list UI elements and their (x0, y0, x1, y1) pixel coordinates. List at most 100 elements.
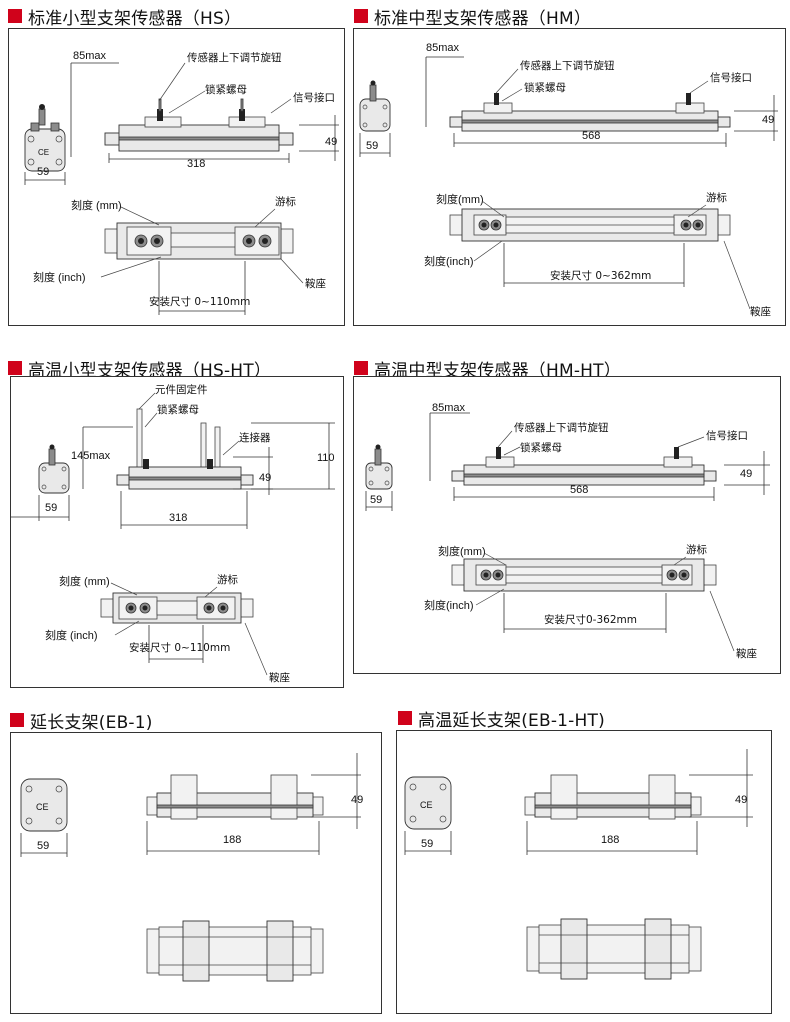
hmht-width-59: 59 (370, 494, 382, 506)
ebht-front-view: 49 188 (524, 749, 753, 855)
hmht-signal-label: 信号接口 (706, 429, 748, 442)
hsht-install-label: 安装尺寸 0~110mm (129, 641, 230, 654)
hm-saddle-label: 鞍座 (750, 305, 771, 318)
hm-height-49: 49 (762, 114, 774, 126)
hsht-front-view: 145max 318 49 110 元件固定件 锁紧螺母 连接器 (71, 383, 335, 529)
hs-knob-label: 传感器上下调节旋钮 (187, 51, 282, 64)
hm-scale-inch-label: 刻度(inch) (424, 254, 474, 268)
hmht-top-view: 刻度(mm) 游标 刻度(inch) 鞍座 安装尺寸0-362mm (424, 543, 757, 660)
hmht-scale-mm-label: 刻度(mm) (438, 544, 486, 558)
hm-install-label: 安装尺寸 0~362mm (550, 269, 651, 282)
hmht-height-49: 49 (740, 468, 752, 480)
hm-vernier-label: 游标 (706, 191, 727, 204)
hm-front-view: 85max 568 49 传感器上下调节旋钮 锁紧螺母 信号接口 (425, 42, 778, 147)
hs-top-view: 刻度 (mm) 游标 刻度 (inch) 鞍座 安装尺寸 0~110mm (33, 195, 326, 315)
section-title-eb: 延长支架(EB-1) (10, 710, 153, 733)
panel-hm: 59 85max 568 49 传感器上下调节旋钮 锁紧螺母 信号接口 (353, 28, 786, 326)
hm-scale-mm-label: 刻度(mm) (436, 192, 484, 206)
red-square-icon (354, 9, 368, 23)
hsht-width-59: 59 (45, 502, 57, 514)
hs-side-view: CE 59 (24, 104, 66, 185)
hs-scale-mm-label: 刻度 (mm) (71, 198, 122, 212)
hm-85max: 85max (426, 42, 460, 54)
hs-width-59: 59 (37, 166, 49, 178)
ebht-top-view (526, 918, 702, 980)
hmht-length-568: 568 (570, 484, 588, 496)
hsht-fixer-label: 元件固定件 (155, 383, 208, 396)
section-title-hm-text: 标准中型支架传感器（HM） (374, 8, 592, 29)
section-title-hmht-text: 高温中型支架传感器（HM-HT） (374, 360, 621, 381)
ebht-width-59: 59 (421, 838, 433, 850)
hm-drawing: 59 85max 568 49 传感器上下调节旋钮 锁紧螺母 信号接口 (359, 42, 778, 318)
hsht-vernier-label: 游标 (217, 573, 238, 586)
hmht-scale-inch-label: 刻度(inch) (424, 598, 474, 612)
red-square-icon (354, 361, 368, 375)
hm-locknut-label: 锁紧螺母 (524, 81, 566, 94)
red-square-icon (398, 711, 412, 725)
eb-drawing: CE 59 49 188 (20, 753, 363, 982)
section-title-eb-text: 延长支架(EB-1) (30, 712, 153, 733)
hm-knob-label: 传感器上下调节旋钮 (520, 59, 615, 72)
hmht-85max: 85max (432, 402, 466, 414)
panel-eb: CE 59 49 188 (10, 732, 382, 1014)
hsht-connector-label: 连接器 (239, 431, 271, 444)
eb-width-59: 59 (37, 840, 49, 852)
hmht-saddle-label: 鞍座 (736, 647, 757, 660)
section-title-hm: 标准中型支架传感器（HM） (354, 6, 592, 29)
hs-height-49: 49 (325, 136, 337, 148)
hs-front-view: 85max 318 49 传感器上下调节旋钮 锁紧螺母 信号接口 (70, 50, 339, 170)
section-title-hs-text: 标准小型支架传感器（HS） (28, 8, 242, 29)
section-title-ebht: 高温延长支架(EB-1-HT) (398, 708, 605, 731)
hsht-145max: 145max (71, 450, 111, 462)
hsht-height-49: 49 (259, 472, 271, 484)
hm-side-view: 59 (359, 80, 391, 157)
ebht-length-188: 188 (601, 834, 619, 846)
section-title-hmht: 高温中型支架传感器（HM-HT） (354, 358, 621, 381)
hmht-side-view: 59 (365, 444, 393, 511)
hmht-locknut-label: 锁紧螺母 (520, 441, 562, 454)
panel-hmht: 59 85max 568 49 传感器上下调节旋钮 锁紧螺母 信号接口 (353, 376, 781, 674)
hs-install-label: 安装尺寸 0~110mm (149, 295, 250, 308)
section-title-hsht: 高温小型支架传感器（HS-HT） (8, 358, 272, 381)
hmht-install-label: 安装尺寸0-362mm (544, 613, 637, 626)
hm-signal-label: 信号接口 (710, 71, 752, 84)
hm-width-59: 59 (366, 140, 378, 152)
red-square-icon (8, 361, 22, 375)
hs-length-318: 318 (187, 158, 205, 170)
hsht-locknut-label: 锁紧螺母 (157, 403, 199, 416)
hsht-scale-inch-label: 刻度 (inch) (45, 628, 98, 642)
hmht-knob-label: 传感器上下调节旋钮 (514, 421, 609, 434)
hsht-saddle-label: 鞍座 (269, 671, 290, 684)
hsht-top-view: 刻度 (mm) 游标 刻度 (inch) 鞍座 安装尺寸 0~110mm (45, 573, 290, 684)
ebht-height-49: 49 (735, 794, 747, 806)
ebht-side-view: CE 59 (404, 776, 452, 855)
eb-top-view (146, 920, 324, 982)
eb-side-view: CE 59 (20, 778, 68, 857)
hs-saddle-label: 鞍座 (305, 277, 326, 290)
red-square-icon (10, 713, 24, 727)
ebht-ce-mark: CE (420, 800, 433, 810)
hs-vernier-label: 游标 (275, 195, 296, 208)
red-square-icon (8, 9, 22, 23)
panel-hs: CE 59 85max 318 49 传感器上下调节旋钮 锁紧螺母 信号接口 (8, 28, 345, 326)
hm-length-568: 568 (582, 130, 600, 142)
panel-ebht: CE 59 49 188 (396, 730, 772, 1014)
eb-ce-mark: CE (36, 802, 49, 812)
hs-drawing: CE 59 85max 318 49 传感器上下调节旋钮 锁紧螺母 信号接口 (24, 50, 339, 315)
hsht-scale-mm-label: 刻度 (mm) (59, 574, 110, 588)
hm-top-view: 刻度(mm) 游标 刻度(inch) 鞍座 安装尺寸 0~362mm (424, 191, 771, 318)
eb-front-view: 49 188 (146, 753, 363, 855)
hmht-front-view: 85max 568 49 传感器上下调节旋钮 锁紧螺母 信号接口 (429, 402, 770, 501)
hs-scale-inch-label: 刻度 (inch) (33, 270, 86, 284)
ebht-drawing: CE 59 49 188 (404, 749, 753, 980)
eb-length-188: 188 (223, 834, 241, 846)
panel-hsht: 59 145max 318 49 110 元件固定件 锁紧螺母 连接器 (10, 376, 344, 688)
hmht-drawing: 59 85max 568 49 传感器上下调节旋钮 锁紧螺母 信号接口 (365, 402, 770, 660)
section-title-hs: 标准小型支架传感器（HS） (8, 6, 242, 29)
hs-locknut-label: 锁紧螺母 (205, 83, 247, 96)
section-title-ebht-text: 高温延长支架(EB-1-HT) (418, 710, 605, 731)
section-title-hsht-text: 高温小型支架传感器（HS-HT） (28, 360, 272, 381)
hs-85max: 85max (73, 50, 107, 62)
hsht-height-110: 110 (317, 452, 335, 464)
hsht-drawing: 59 145max 318 49 110 元件固定件 锁紧螺母 连接器 (11, 383, 335, 684)
